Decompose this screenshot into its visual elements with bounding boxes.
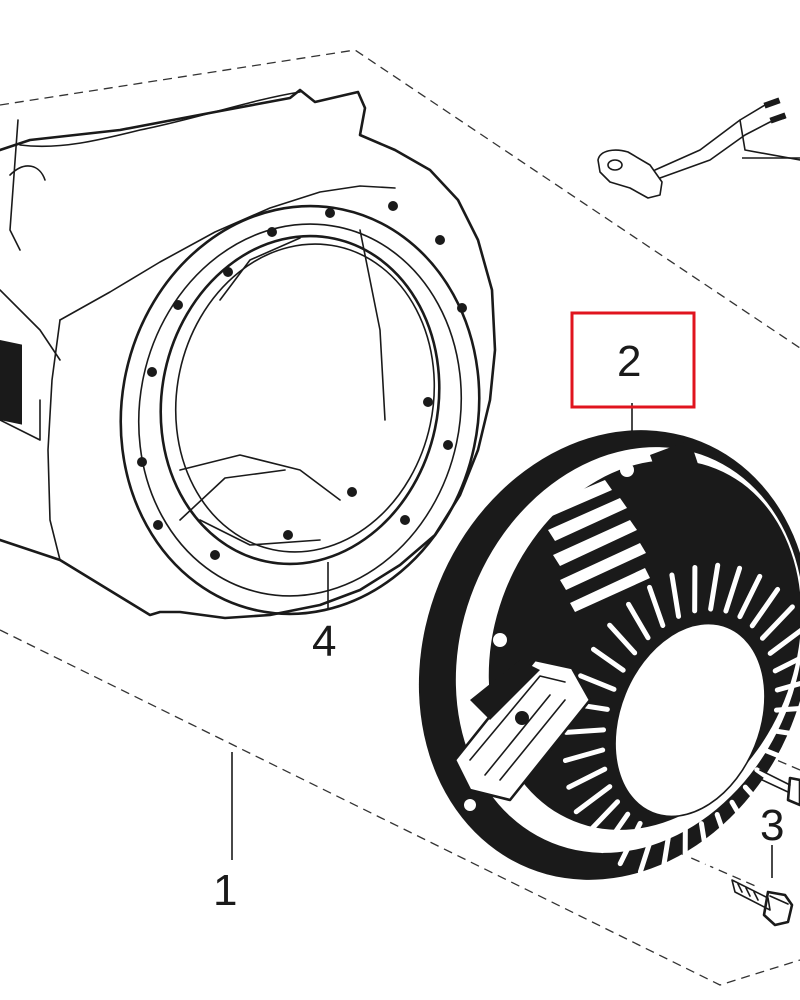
starter-fin <box>770 728 800 738</box>
svg-text:2: 2 <box>617 337 641 386</box>
starter-fin <box>737 573 763 620</box>
starter-fin <box>767 627 800 656</box>
starter-fin <box>714 812 733 856</box>
callout-part-3: 3 <box>760 801 784 850</box>
starter-fin <box>563 727 607 735</box>
starter-fin <box>754 767 790 794</box>
starter-fin <box>578 673 617 692</box>
starter-handle <box>453 658 592 802</box>
starter-fin <box>599 811 631 854</box>
starter-fin <box>590 646 626 673</box>
starter-fin <box>659 828 672 878</box>
starter-fin <box>566 766 608 790</box>
starter-fin <box>729 799 754 839</box>
leader-lines <box>231 157 800 878</box>
starter-fin <box>773 706 800 713</box>
starter-fin <box>759 604 795 641</box>
starter-fin <box>774 680 800 693</box>
starter-fin <box>669 572 682 619</box>
starter-fin <box>617 820 643 867</box>
callout-part-4: 4 <box>312 617 336 666</box>
flange-bolt-holes <box>137 201 467 560</box>
starter-fin <box>749 586 781 629</box>
svg-text:1: 1 <box>213 866 237 915</box>
starter-fin <box>647 584 666 628</box>
starter-fin <box>708 562 721 612</box>
bolts <box>731 769 800 927</box>
highlight-box <box>570 311 696 409</box>
starter-fin <box>742 784 773 818</box>
starter-fin <box>772 655 800 674</box>
callout-part-1: 1 <box>213 866 237 915</box>
starter-fins <box>562 562 800 878</box>
svg-text:4: 4 <box>312 617 336 666</box>
starter-fin <box>698 821 711 868</box>
starter-fin <box>573 784 613 815</box>
svg-text:3: 3 <box>760 801 784 850</box>
recoil-starter <box>418 430 800 880</box>
bolt-upper <box>757 769 800 807</box>
starter-fin <box>637 826 657 875</box>
starter-fin <box>562 747 606 764</box>
starter-vent-slots <box>545 480 650 612</box>
starter-fin <box>607 622 638 656</box>
starter-fin <box>585 799 621 836</box>
bolt-lower <box>731 879 794 927</box>
starter-fin <box>723 565 743 614</box>
callout-part-2: 2 <box>617 337 641 386</box>
starter-fin <box>763 748 800 767</box>
fan-housing <box>0 88 497 620</box>
switch-wire-assembly <box>597 97 800 199</box>
starter-fin <box>626 601 651 641</box>
